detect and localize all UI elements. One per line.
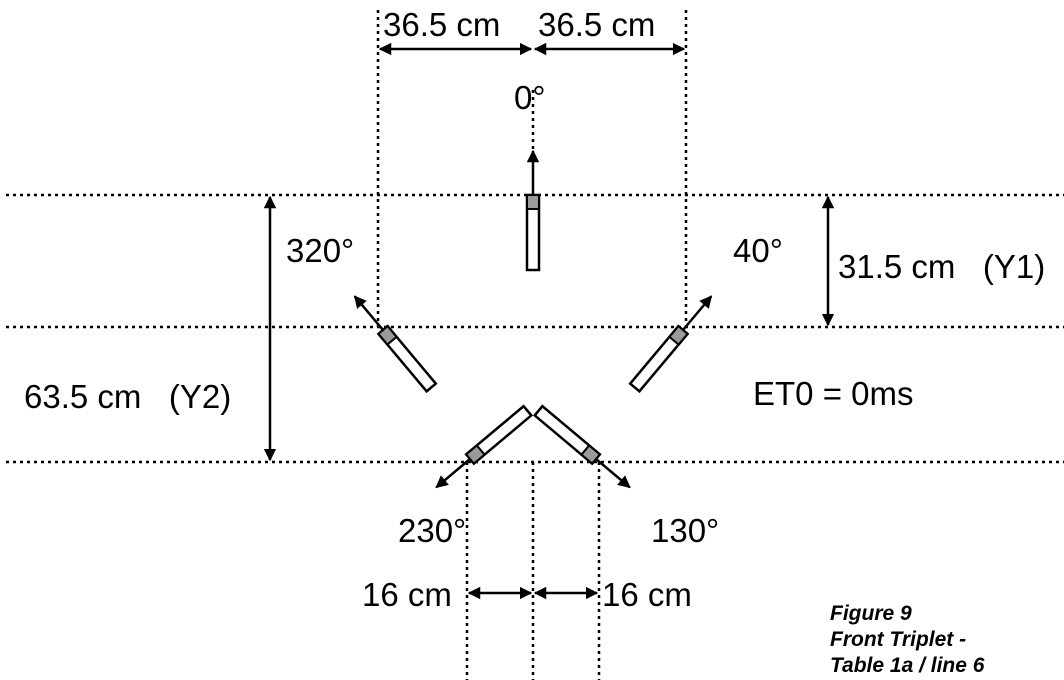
caption-line-2: Front Triplet - <box>830 628 966 651</box>
microphone-right <box>628 295 713 394</box>
dimension-label-top-left: 36.5 cm <box>383 6 500 43</box>
microphone-front <box>525 149 541 272</box>
angle-label-rear-right: 130° <box>651 512 719 549</box>
microphone-rear-left <box>435 404 534 489</box>
microphone-left <box>353 295 438 394</box>
angle-label-rear-left: 230° <box>398 512 466 549</box>
caption-line-1: Figure 9 <box>830 602 912 625</box>
dimension-label-top-right: 36.5 cm <box>538 6 655 43</box>
dimension-label-bottom-left: 16 cm <box>362 576 452 613</box>
dimension-label-y2: 63.5 cm (Y2) <box>24 378 231 415</box>
microphone-rear-right <box>532 404 631 489</box>
delay-label: ET0 = 0ms <box>753 375 913 412</box>
caption-line-3: Table 1a / line 6 <box>830 654 985 677</box>
angle-label-front: 0° <box>514 79 546 116</box>
dimension-label-bottom-right: 16 cm <box>602 576 692 613</box>
angle-label-right: 40° <box>733 232 783 269</box>
dimension-label-y1: 31.5 cm (Y1) <box>838 248 1045 285</box>
angle-label-left: 320° <box>286 232 354 269</box>
